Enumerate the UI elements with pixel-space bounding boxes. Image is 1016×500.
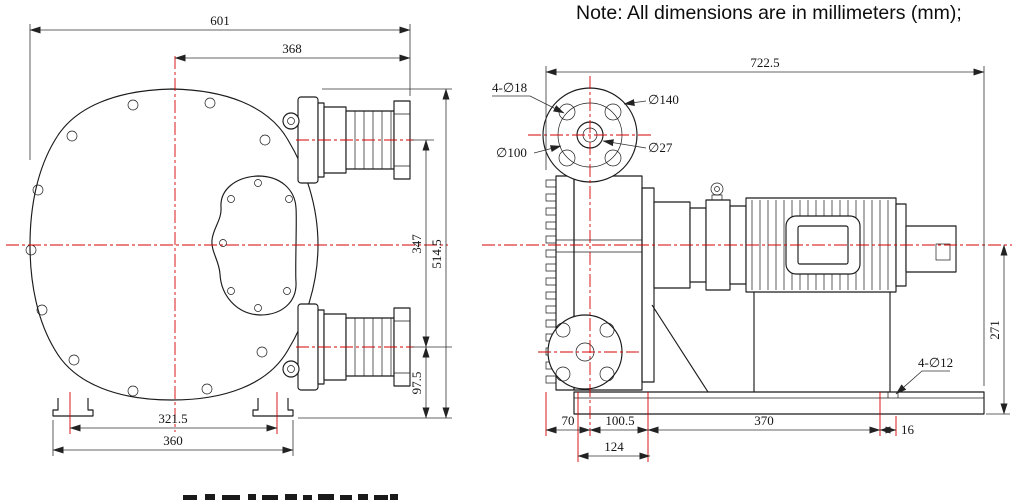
port-end-lines	[394, 320, 410, 374]
support-brace	[651, 304, 709, 393]
leader-d140	[623, 99, 647, 107]
dim-370: 370	[754, 413, 774, 428]
label-4d12: 4-∅12	[918, 355, 953, 370]
cover-bolt-holes	[219, 179, 293, 312]
base-frame	[573, 292, 985, 415]
port-end-lines	[394, 113, 410, 167]
cropped-text-marks	[183, 494, 398, 500]
label-d140: ∅140	[648, 92, 679, 107]
label-d27: ∅27	[648, 140, 673, 155]
dim-514-5: 514.5	[429, 239, 444, 268]
centerlines	[6, 56, 1012, 462]
crop-mark	[318, 494, 334, 500]
bolt-hole	[227, 287, 235, 295]
front-view	[25, 88, 411, 417]
crop-mark	[303, 495, 312, 500]
bolt-hole	[256, 346, 268, 358]
leader-d100	[533, 145, 562, 154]
flange-bolt-hole	[604, 103, 622, 121]
head-cover-strip	[641, 187, 655, 383]
units-note: Note: All dimensions are in millimeters …	[576, 2, 962, 24]
bolt-hole	[127, 385, 139, 397]
dim-97-5: 97.5	[409, 372, 424, 395]
crop-mark	[285, 494, 297, 500]
drivetrain	[653, 182, 957, 293]
flange-bolt-hole	[555, 322, 571, 338]
terminal-box-detail	[935, 243, 951, 261]
bolt-hole	[25, 244, 37, 256]
terminal-box	[905, 225, 957, 273]
pump-housing-outline	[29, 88, 319, 401]
dim-321-5: 321.5	[158, 411, 187, 426]
dim-70: 70	[562, 413, 575, 428]
dim-601: 601	[210, 13, 230, 28]
base-anchor-hole	[887, 392, 899, 398]
leader-4d12	[895, 370, 950, 395]
hose-lines	[556, 239, 642, 253]
crop-mark	[374, 495, 388, 500]
crop-mark	[358, 494, 368, 500]
bolt-hole	[68, 354, 80, 366]
base-plate	[573, 391, 985, 415]
crop-mark	[183, 495, 197, 500]
dim-722-5: 722.5	[750, 55, 779, 70]
bolt-hole	[66, 130, 78, 142]
bolt-hole	[204, 97, 216, 109]
bolt-hole	[201, 383, 213, 395]
crop-mark	[222, 495, 240, 500]
crop-mark	[248, 494, 256, 500]
crop-mark	[390, 494, 398, 500]
label-4d18: 4-∅18	[492, 80, 527, 95]
left-foot	[52, 398, 94, 417]
eyebolt-stem	[711, 194, 723, 200]
crop-mark	[262, 495, 278, 500]
bolt-hole	[227, 195, 235, 203]
bolt-hole	[285, 195, 293, 203]
flange-bolt-hole	[599, 322, 615, 338]
port-boss-outer	[282, 112, 300, 130]
bolt-hole	[36, 304, 48, 316]
dim-16: 16	[901, 422, 915, 437]
flange-bolt-hole	[558, 149, 576, 167]
cover-plate-outline	[211, 175, 297, 316]
dim-271: 271	[987, 320, 1002, 340]
eyebolt-ring-inner	[714, 186, 720, 192]
leader-d27	[602, 139, 647, 149]
housing-bolt-holes	[25, 97, 271, 397]
label-d100: ∅100	[496, 145, 527, 160]
motor-pedestal	[753, 292, 891, 392]
crop-mark	[205, 494, 215, 500]
dimensions: 601 368 514.5 347 97.5 321.5 360	[29, 13, 1010, 460]
port-boss-outer	[282, 360, 300, 378]
bolt-hole	[32, 184, 44, 196]
bolt-hole	[283, 287, 291, 295]
dim-124: 124	[604, 439, 624, 454]
crop-mark	[340, 495, 352, 500]
flange-bolt-hole	[604, 149, 622, 167]
bolt-hole	[254, 304, 262, 312]
port-boss-inner	[287, 117, 295, 125]
dim-368: 368	[282, 41, 302, 56]
mounting-feet	[52, 398, 294, 417]
port-boss-inner	[287, 365, 295, 373]
bolt-hole	[254, 179, 262, 187]
dim-360: 360	[163, 433, 183, 448]
flange-bolt-hole	[555, 366, 571, 382]
bolt-hole	[127, 99, 139, 111]
flange-bolt-hole	[599, 366, 615, 382]
head-rib-comb	[545, 179, 556, 384]
bolt-hole	[259, 134, 271, 146]
eyebolt-ring-outer	[710, 182, 724, 196]
dim-347: 347	[409, 234, 424, 254]
dim-100-5: 100.5	[605, 413, 634, 428]
right-foot	[252, 398, 294, 417]
bolt-hole	[219, 239, 227, 247]
leader-4d18	[492, 95, 565, 114]
